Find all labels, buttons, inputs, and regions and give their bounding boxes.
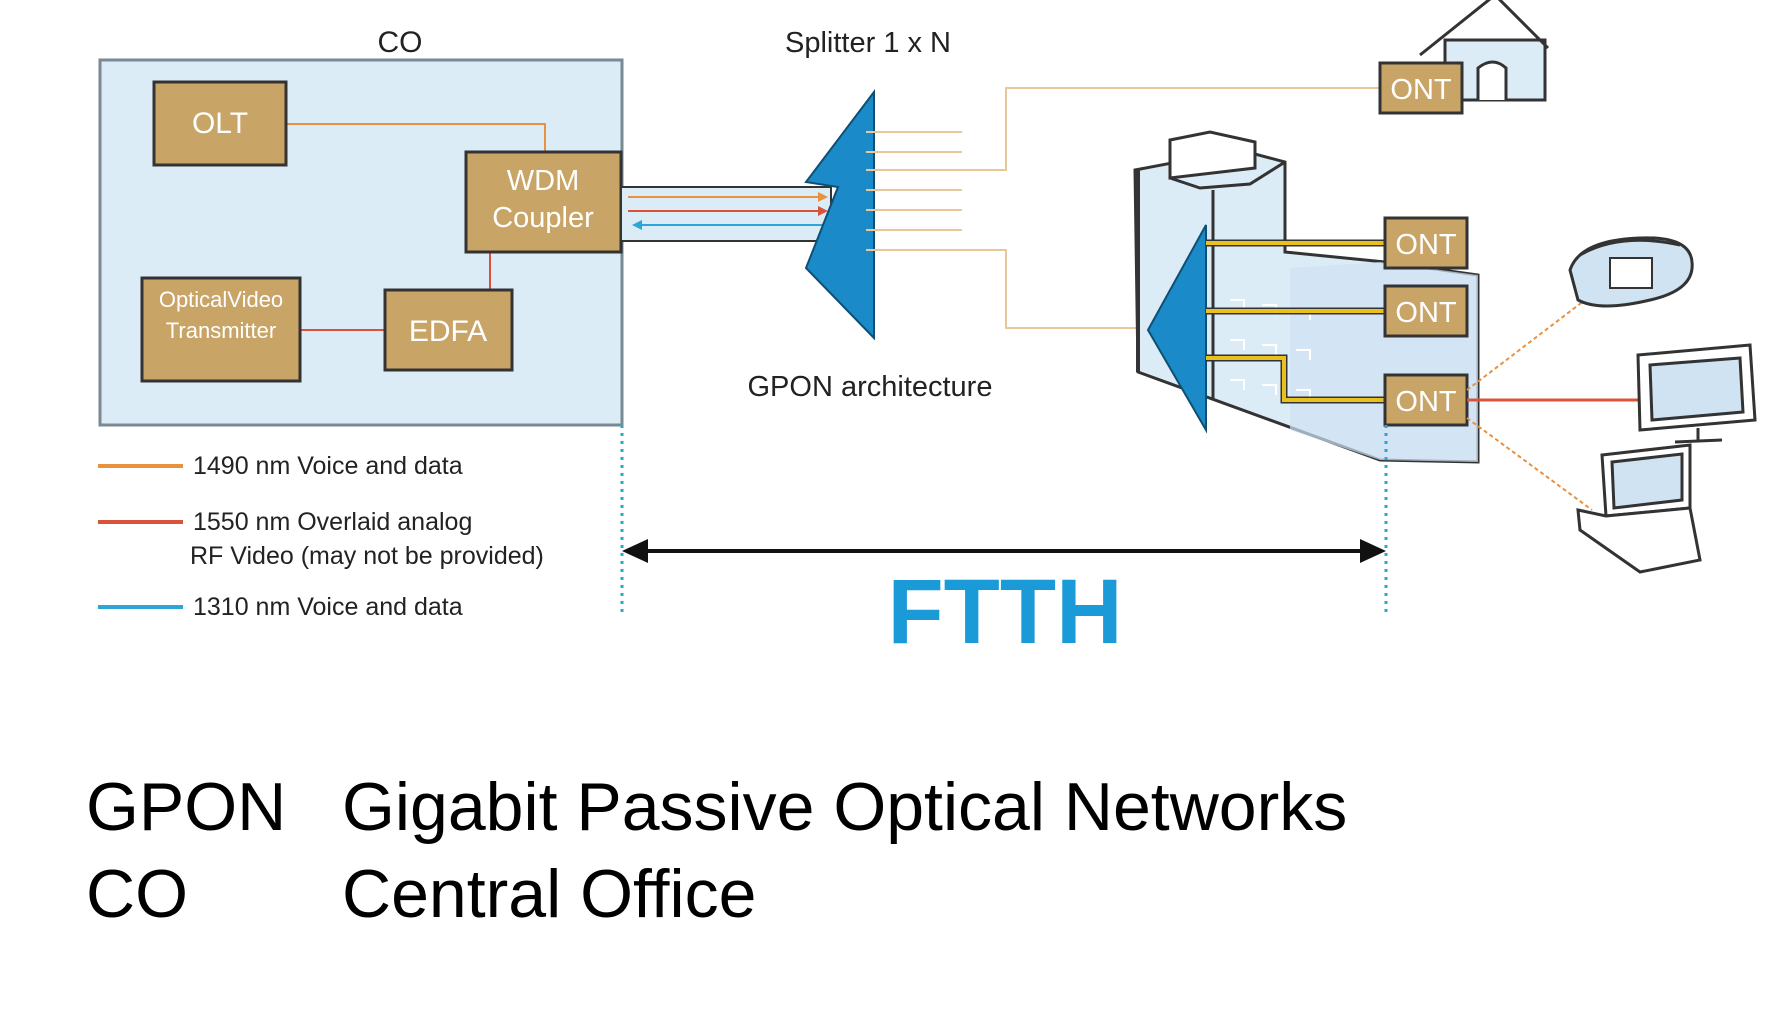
drop-fiber-building	[962, 249, 1143, 329]
glossary-def-co: Central Office	[342, 856, 757, 932]
ont-building-3: ONT	[1383, 373, 1469, 427]
optical-video-transmitter-box: OpticalVideo Transmitter	[140, 276, 302, 383]
edfa-box: EDFA	[383, 288, 514, 372]
ftth-label: FTTH	[887, 561, 1122, 663]
monitor-icon	[1636, 343, 1757, 444]
ovt-label-line1: OpticalVideo	[159, 287, 283, 312]
splitter-label: Splitter 1 x N	[785, 27, 951, 59]
legend-label-1550-line2: RF Video (may not be provided)	[190, 542, 544, 570]
legend: 1490 nm Voice and data 1550 nm Overlaid …	[98, 452, 544, 621]
telephone-icon	[1568, 236, 1694, 308]
ovt-label-line2: Transmitter	[166, 318, 276, 343]
ont-home: ONT	[1378, 61, 1464, 115]
legend-label-1550-line1: 1550 nm Overlaid analog	[193, 508, 472, 536]
ont-building-2: ONT	[1383, 284, 1469, 338]
splitter-caption: GPON architecture	[748, 371, 993, 403]
splitter-outputs	[866, 131, 1006, 251]
ont-home-label: ONT	[1390, 74, 1452, 106]
glossary-row-co: CO Central Office	[86, 855, 756, 933]
co-title: CO	[378, 26, 423, 59]
building-splitter	[1146, 224, 1207, 434]
glossary-row-gpon: GPON Gigabit Passive Optical Networks	[86, 768, 1347, 846]
glossary-abbr-co: CO	[86, 856, 188, 932]
glossary-def-gpon: Gigabit Passive Optical Networks	[342, 769, 1348, 845]
wdm-coupler-box: WDM Coupler	[464, 150, 623, 254]
ont-building-3-label: ONT	[1395, 386, 1457, 418]
wdm-label-line1: WDM	[507, 165, 579, 197]
olt-box: OLT	[152, 80, 288, 167]
glossary-abbr-gpon: GPON	[86, 769, 287, 845]
phone-link	[1466, 299, 1586, 391]
drop-fiber-home	[962, 87, 1380, 171]
ont-building-2-label: ONT	[1395, 297, 1457, 329]
laptop-link	[1466, 417, 1593, 511]
edfa-label: EDFA	[409, 315, 487, 348]
wdm-label-line2: Coupler	[492, 202, 594, 234]
ont-building-1: ONT	[1383, 216, 1469, 270]
house-icon	[1419, 0, 1550, 102]
splitter-shape	[804, 89, 875, 341]
feeder-fiber	[620, 186, 832, 242]
ftth-span-arrow	[622, 539, 1386, 563]
legend-label-1490: 1490 nm Voice and data	[193, 452, 463, 480]
olt-to-wdm-link	[286, 123, 546, 152]
ont-building-1-label: ONT	[1395, 229, 1457, 261]
legend-label-1310: 1310 nm Voice and data	[193, 593, 463, 621]
laptop-icon	[1576, 443, 1702, 574]
olt-label: OLT	[192, 107, 248, 140]
